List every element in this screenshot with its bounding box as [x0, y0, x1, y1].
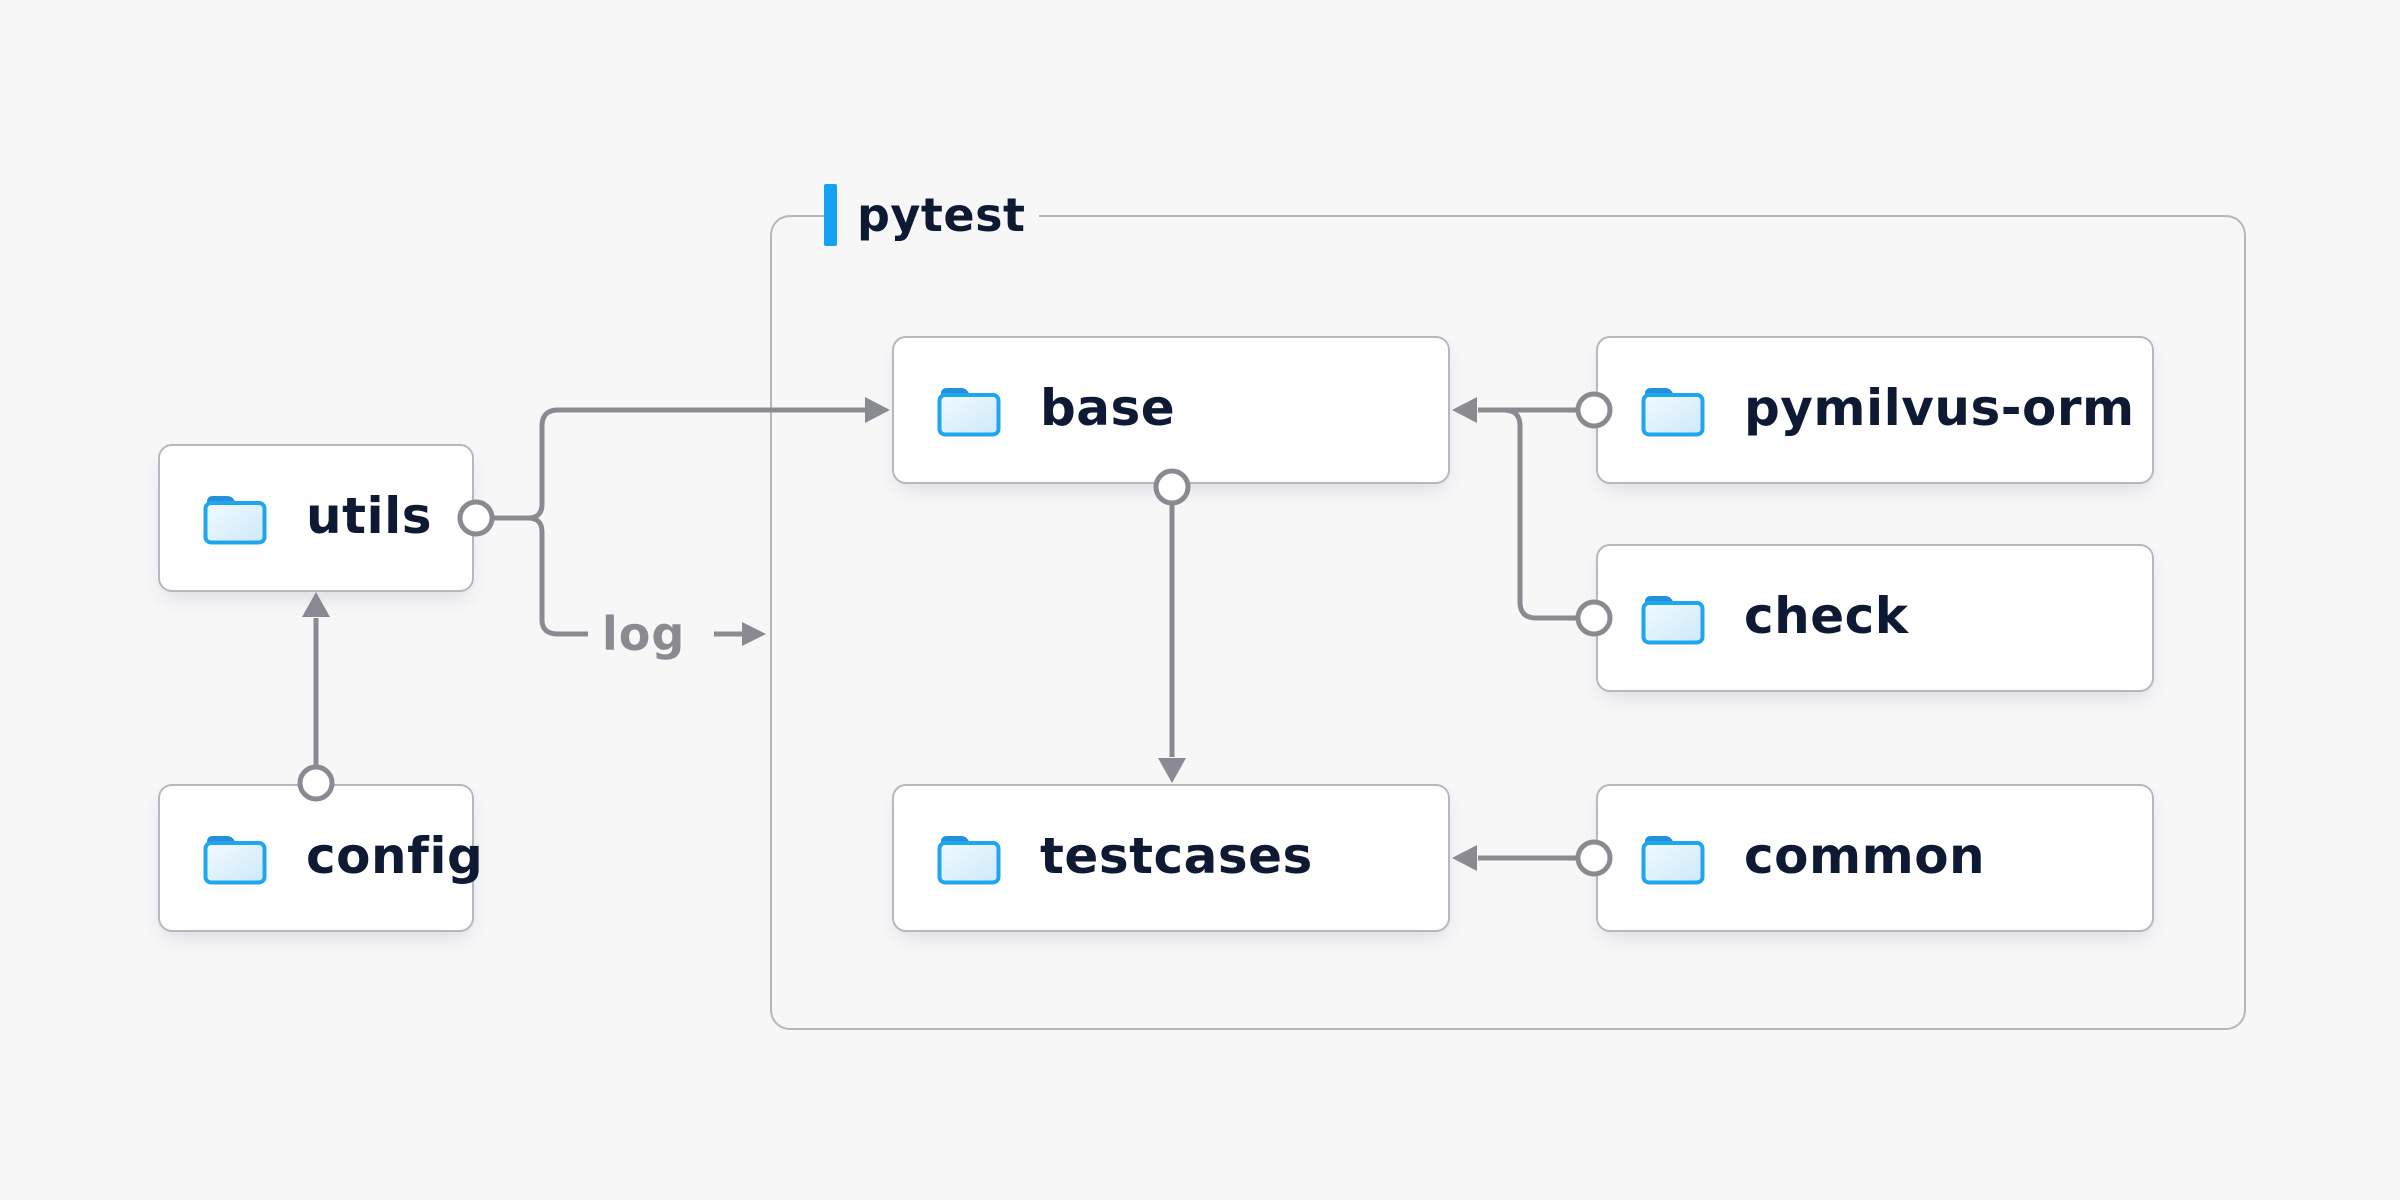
edge-label-log: log	[602, 607, 686, 661]
node-label: pymilvus-orm	[1744, 379, 2135, 437]
pytest-group-title: pytest	[857, 188, 1026, 242]
node-common: common	[1596, 784, 2154, 932]
folder-icon	[1640, 830, 1706, 886]
node-label: testcases	[1040, 827, 1313, 885]
accent-bar	[824, 184, 837, 246]
folder-icon	[936, 830, 1002, 886]
node-label: base	[1040, 379, 1176, 437]
node-label: common	[1744, 827, 1986, 885]
folder-icon	[1640, 382, 1706, 438]
arrowhead-into-utils	[302, 592, 330, 617]
node-config: config	[158, 784, 483, 932]
folder-icon	[936, 382, 1002, 438]
node-testcases: testcases	[892, 784, 1450, 932]
arrowhead-into-group	[742, 622, 766, 646]
pytest-group-box	[770, 215, 2246, 1030]
node-utils: utils	[158, 444, 474, 592]
folder-icon	[1640, 590, 1706, 646]
node-label: config	[306, 827, 484, 885]
pytest-group-label: pytest	[824, 184, 1040, 246]
node-check: check	[1596, 544, 2154, 692]
folder-icon	[202, 490, 268, 546]
edge-utils-to-log	[527, 515, 588, 637]
node-label: utils	[306, 487, 433, 545]
folder-icon	[202, 830, 268, 886]
node-label: check	[1744, 587, 1909, 645]
node-pymilvus-orm: pymilvus-orm	[1596, 336, 2154, 484]
node-base: base	[892, 336, 1450, 484]
